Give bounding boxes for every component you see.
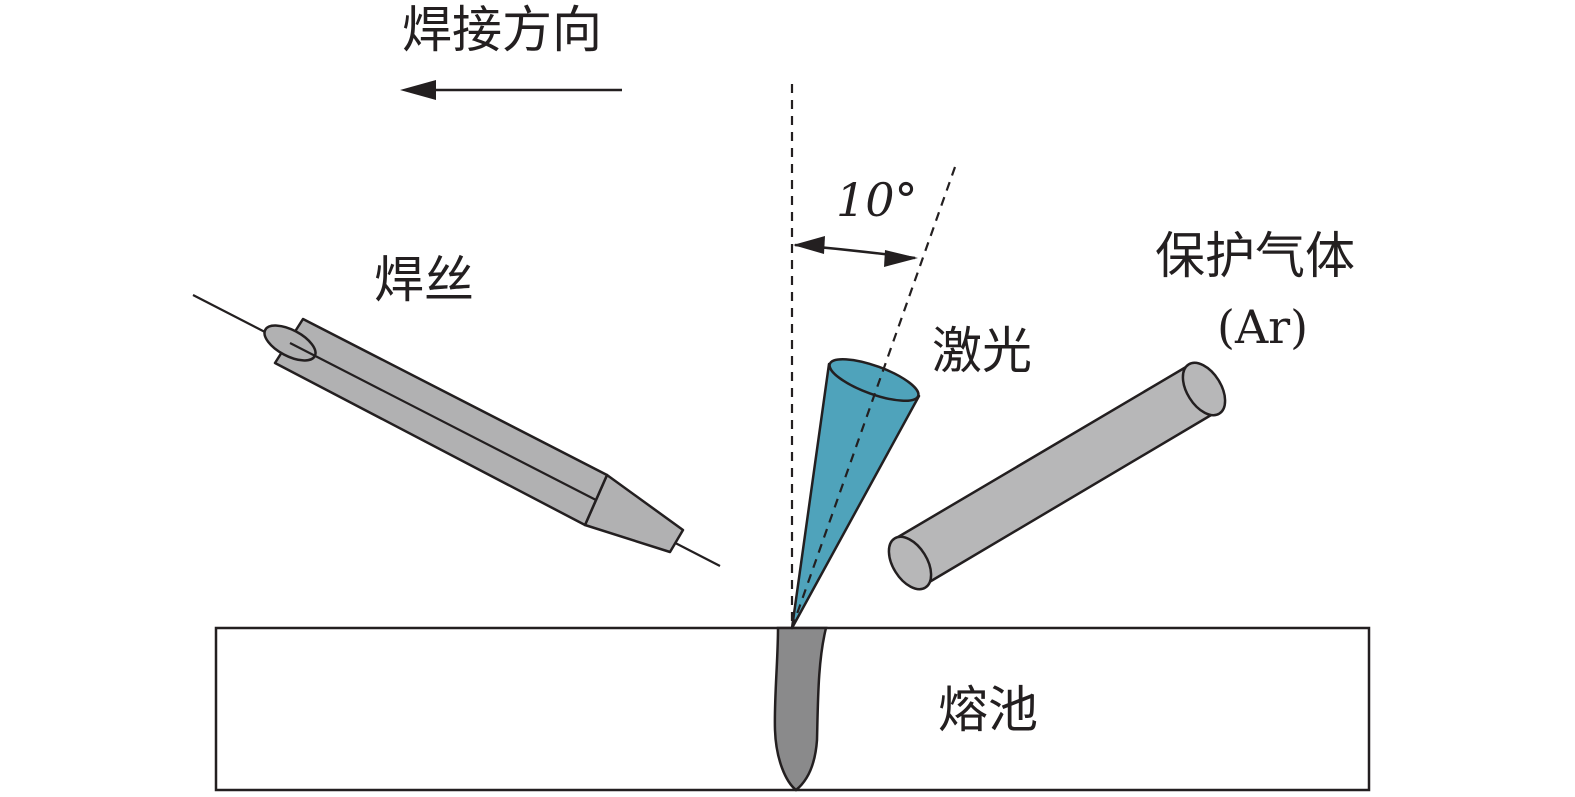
arrow-left-icon (400, 80, 622, 100)
laser-axis-line (790, 166, 957, 629)
laser-label: 激光 (932, 322, 1032, 380)
molten-pool-label: 熔池 (938, 681, 1038, 739)
angle-dimension-arrow (793, 236, 918, 267)
angle-label: 10° (836, 173, 918, 227)
molten-pool-keyhole (773, 626, 828, 792)
shielding-gas-label: 保护气体 (1155, 227, 1355, 285)
shielding-gas-nozzle (887, 361, 1227, 591)
wire-feed-nozzle (263, 317, 685, 554)
welding-direction-label: 焊接方向 (402, 1, 602, 59)
wire-label: 焊丝 (374, 251, 474, 309)
shielding-gas-formula-label: (Ar) (1217, 300, 1308, 354)
laser-beam-cone (790, 357, 921, 630)
